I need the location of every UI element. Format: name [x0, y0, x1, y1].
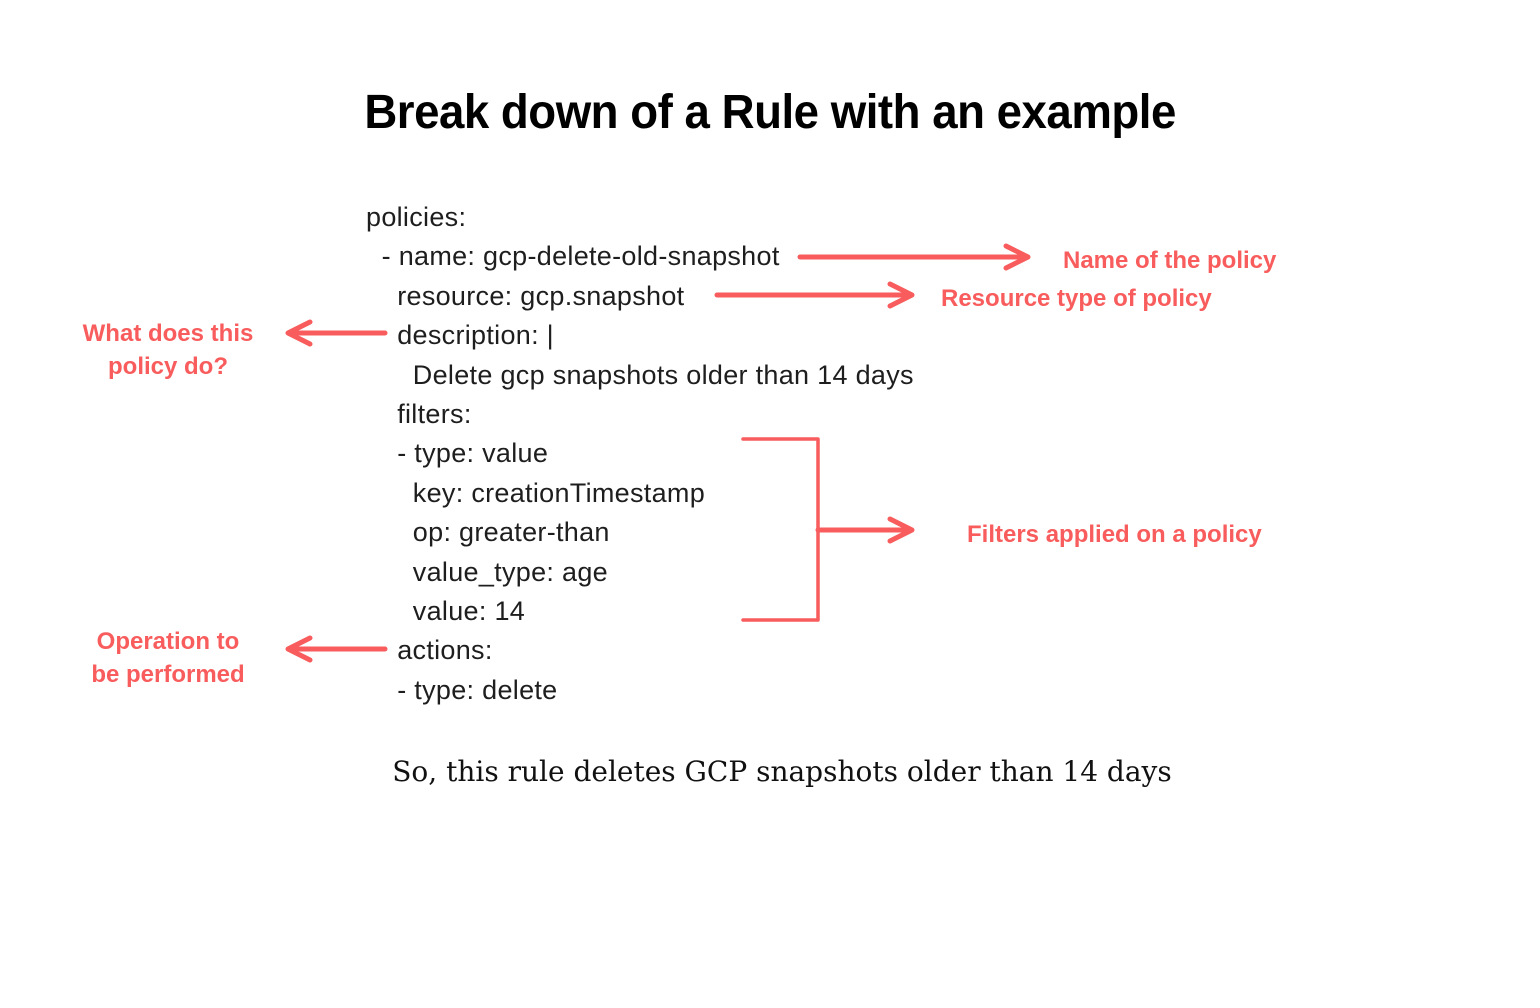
- code-line-actions: actions:: [366, 635, 493, 666]
- page-title: Break down of a Rule with an example: [364, 86, 1176, 139]
- title-container: Break down of a Rule with an example: [0, 85, 1540, 140]
- code-line-filter-value: value: 14: [366, 596, 526, 627]
- yaml-code-block: policies: - name: gcp-delete-old-snapsho…: [366, 198, 914, 710]
- annotation-name-label: Name of the policy: [1063, 247, 1277, 274]
- code-line-resource: resource: gcp.snapshot: [366, 280, 685, 311]
- annotation-description-label: What does this policy do?: [82, 320, 254, 380]
- code-line-filter-op: op: greater-than: [366, 517, 610, 548]
- code-line-name: - name: gcp-delete-old-snapshot: [366, 241, 780, 272]
- code-line-filter-value-type: value_type: age: [366, 556, 608, 587]
- code-line-action-type: - type: delete: [366, 674, 558, 705]
- annotation-resource-label: Resource type of policy: [941, 285, 1212, 312]
- annotation-filters-label: Filters applied on a policy: [967, 521, 1262, 548]
- annotation-actions-label: Operation to be performed: [91, 628, 245, 688]
- summary-text: So, this rule deletes GCP snapshots olde…: [392, 755, 1172, 788]
- code-line-filters: filters:: [366, 399, 472, 430]
- code-line-filter-key: key: creationTimestamp: [366, 477, 706, 508]
- code-line-description: description: |: [366, 320, 554, 351]
- code-line-filter-type: - type: value: [366, 438, 549, 469]
- code-line-description-text: Delete gcp snapshots older than 14 days: [366, 359, 914, 390]
- code-line-policies: policies:: [366, 202, 467, 232]
